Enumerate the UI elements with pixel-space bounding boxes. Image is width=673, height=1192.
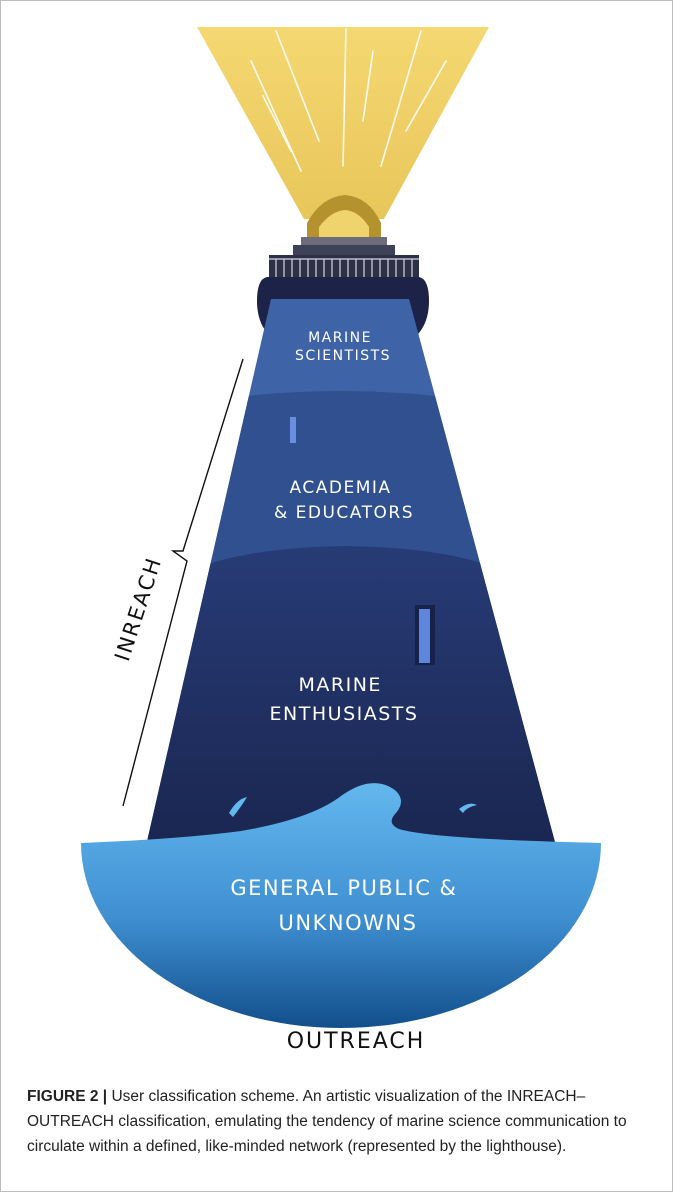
inreach-bracket <box>122 358 244 807</box>
tier-label-scientists: MARINE SCIENTISTS <box>295 330 391 364</box>
caption-text: User classification scheme. An artistic … <box>27 1088 627 1155</box>
window-lower <box>415 605 435 665</box>
tier-label-enthusiasts: MARINE ENTHUSIASTS <box>270 674 419 725</box>
tier-enthusiasts-band <box>146 546 556 846</box>
sea-splash <box>459 803 477 813</box>
light-beam <box>197 27 489 219</box>
inreach-label: INREACH <box>110 554 166 664</box>
sea-bowl <box>81 783 601 1028</box>
lantern <box>301 195 387 245</box>
tier-label-academia: ACADEMIA & EDUCATORS <box>274 478 414 523</box>
sea-splash <box>229 797 247 817</box>
tier-label-public: GENERAL PUBLIC & UNKNOWNS <box>230 876 465 935</box>
figure-caption: FIGURE 2 | User classification scheme. A… <box>27 1084 637 1159</box>
window-upper <box>290 417 296 443</box>
outreach-label: OUTREACH <box>287 1029 426 1054</box>
figure-number: FIGURE 2 | <box>27 1088 108 1105</box>
lighthouse-illustration: MARINE SCIENTISTS ACADEMIA & EDUCATORS M… <box>81 27 601 1054</box>
beam-rays <box>250 28 447 172</box>
